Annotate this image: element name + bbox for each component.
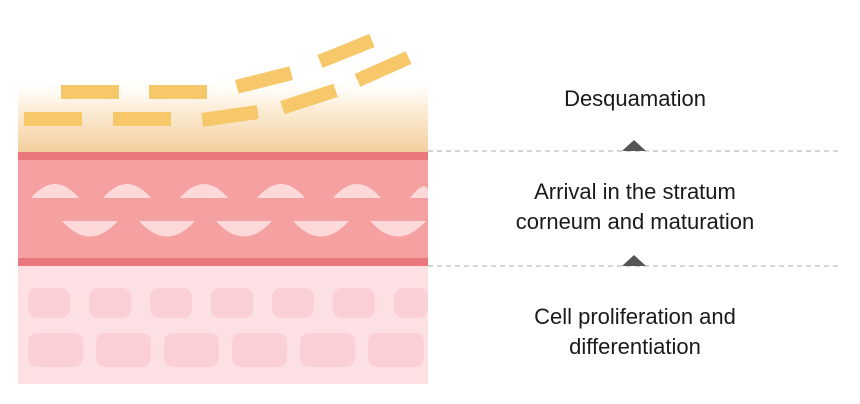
cell [150,288,192,318]
flake [149,85,207,99]
stage-label-line: differentiation [569,334,701,359]
cell [257,184,305,198]
cell [180,184,228,198]
cell [164,333,219,367]
cell [28,288,70,318]
stage-label-line: Arrival in the stratum [534,179,736,204]
middle-cells [31,184,428,237]
cell [293,221,349,237]
cell [31,184,79,198]
flake [113,112,171,126]
proliferation-layer [18,266,428,384]
flake [354,51,412,87]
flakes [24,34,412,127]
stage-label-line: Desquamation [564,86,706,111]
cell [232,333,287,367]
cell [300,333,355,367]
stratum-corneum-layer [18,34,428,152]
stage-label-maturation: Arrival in the stratum corneum and matur… [460,177,810,237]
stage-label-line: corneum and maturation [515,209,755,234]
flake [317,34,375,68]
flake [201,105,259,127]
cell [410,186,428,198]
flake [24,112,82,126]
bottom-layer-background [18,266,428,384]
cell [394,288,428,318]
cell [96,333,151,367]
cell [139,221,195,237]
cell [216,221,272,237]
cell [272,288,314,318]
stage-label-desquamation: Desquamation [460,84,810,114]
middle-layer-border-bottom [18,258,428,266]
bottom-cells [28,288,428,367]
flake [61,85,119,99]
middle-layer-border-top [18,152,428,160]
cell [28,333,83,367]
maturation-layer [18,152,428,266]
flake [280,83,338,115]
middle-layer-band [18,160,428,258]
cell [333,288,375,318]
cell [370,221,426,237]
stage-label-proliferation: Cell proliferation and differentiation [460,302,810,362]
cell [62,221,118,237]
up-arrow-icon [622,255,646,266]
cell [89,288,131,318]
cell [333,184,381,198]
stage-label-line: Cell proliferation and [534,304,736,329]
cell [368,333,424,367]
flake [235,66,293,94]
cell [103,184,151,198]
cell [211,288,253,318]
up-arrow-icon [622,140,646,151]
